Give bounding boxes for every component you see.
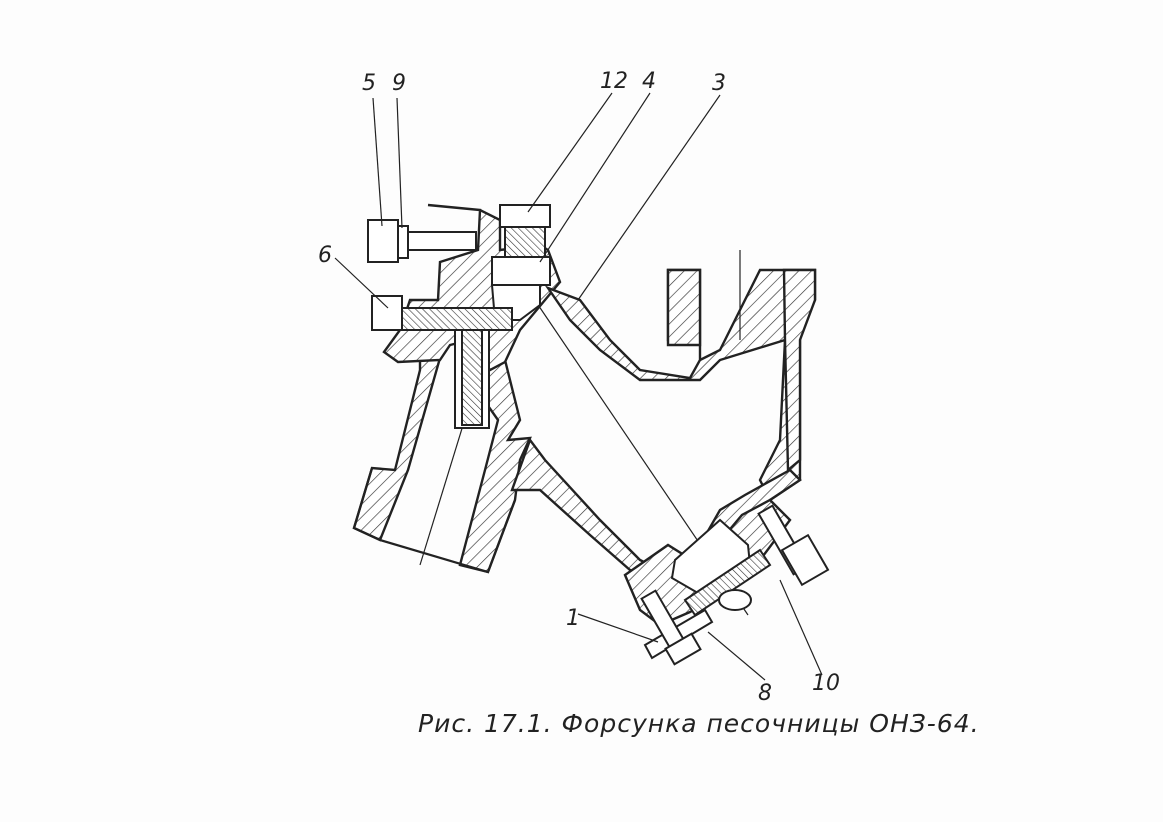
bolt-6-head <box>371 295 403 331</box>
bolt-5-shank <box>397 231 477 251</box>
label-10: 10 <box>812 671 840 696</box>
label-1: 1 <box>566 606 580 631</box>
label-12: 12 <box>600 69 628 94</box>
stud-left-nut <box>664 632 702 666</box>
stud-right-nut <box>780 533 830 587</box>
bottom-gasket <box>683 548 772 617</box>
label-8: 8 <box>758 681 772 706</box>
part-labels: 5 9 12 4 3 6 1 8 10 <box>318 69 840 706</box>
leader-8 <box>707 631 766 681</box>
label-3: 3 <box>712 71 726 96</box>
label-4: 4 <box>642 69 656 94</box>
label-9: 9 <box>392 71 406 96</box>
leader-9 <box>396 97 403 229</box>
washer-9 <box>397 225 409 259</box>
leader-lines <box>334 92 823 681</box>
nozzle-nut <box>491 256 551 286</box>
cap-nut <box>499 204 551 228</box>
jet-tube-core <box>461 324 483 426</box>
leader-10 <box>779 579 823 676</box>
leader-1 <box>577 613 659 643</box>
leader-12 <box>527 92 613 213</box>
label-5: 5 <box>362 71 376 96</box>
leader-6 <box>334 257 389 309</box>
bolt-6-gasket <box>401 307 513 331</box>
left-pipe-wall-outer <box>352 343 442 542</box>
leader-4 <box>539 92 651 263</box>
left-pipe-end <box>352 467 517 574</box>
label-6: 6 <box>318 243 332 268</box>
curved-body-lower <box>510 437 802 587</box>
leader-3 <box>577 94 721 301</box>
cap-nut-thread <box>504 226 546 258</box>
right-pipe-wall-left <box>666 268 702 347</box>
leader-5 <box>372 97 383 227</box>
bolt-5-head <box>367 219 399 263</box>
plug-dome <box>718 589 752 611</box>
internal-parts <box>367 204 830 666</box>
figure-caption: Рис. 17.1. Форсунка песочницы ОНЗ-64. <box>418 709 980 738</box>
right-pipe-wall-right <box>782 268 817 473</box>
